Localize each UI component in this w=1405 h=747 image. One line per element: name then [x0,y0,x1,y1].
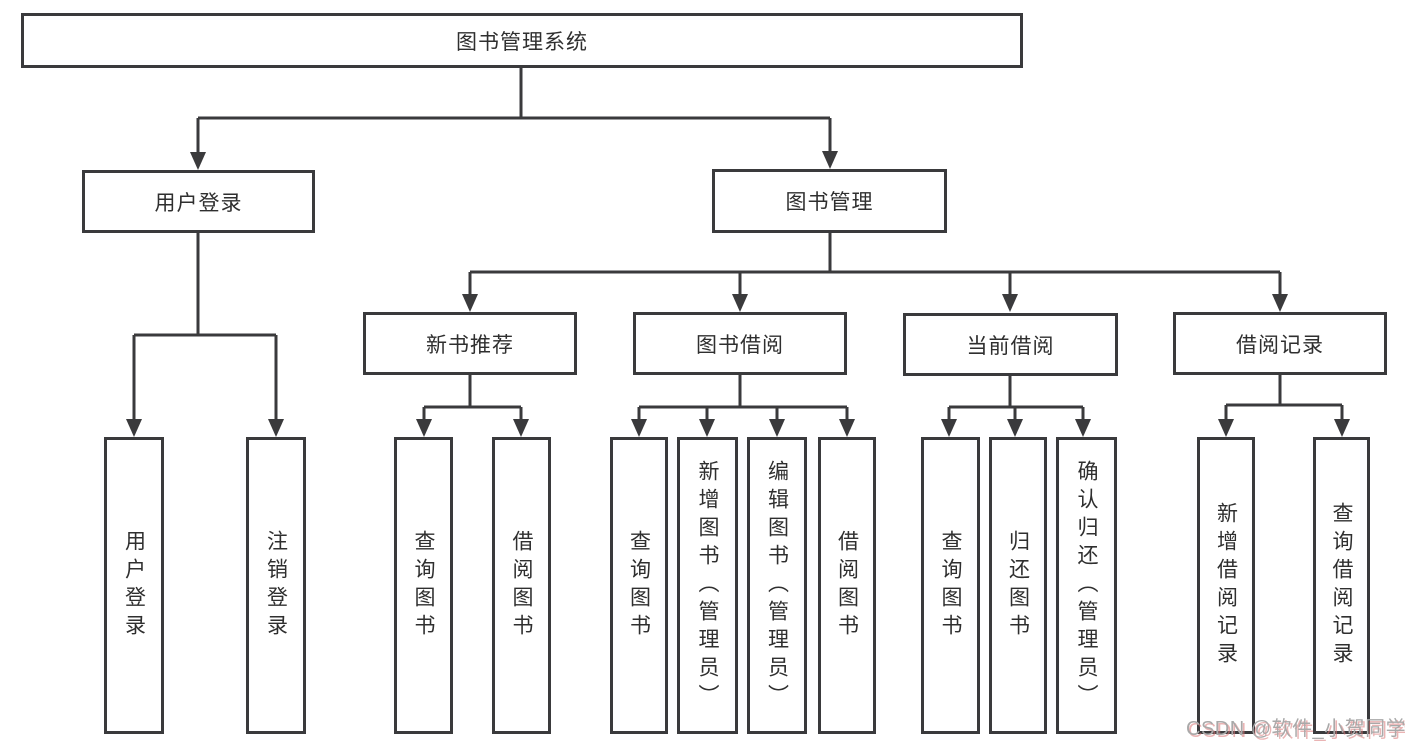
node-label: 图书借阅 [696,333,784,357]
leaf-node-query-books-3: 查询图书 [921,437,980,734]
leaf-node-edit-books-admin: 编辑图书（管理员） [747,437,807,734]
leaf-node-return-books: 归还图书 [989,437,1047,734]
leaf-node-logout: 注销登录 [246,437,306,734]
leaf-node-borrow-books-1: 借阅图书 [492,437,551,734]
node-label: 用户登录 [122,529,146,642]
node-label: 图书管理 [785,191,874,214]
node-label: 借阅记录 [1236,333,1324,357]
csdn-watermark: CSDN @软件_小贺同学 [1186,718,1405,740]
node-book-borrow: 图书借阅 [633,312,847,375]
node-book-management: 图书管理 [712,169,947,233]
node-label: 新增借阅记录 [1214,501,1238,670]
node-label: 归还图书 [1006,529,1030,642]
node-label: 借阅图书 [835,529,859,642]
node-label: 确认归还（管理员） [1075,459,1098,712]
node-label: 查询图书 [412,529,435,642]
node-label: 新书推荐 [426,333,514,357]
leaf-node-borrow-books-2: 借阅图书 [818,437,876,734]
leaf-node-add-books-admin: 新增图书（管理员） [677,437,738,734]
node-new-book-recommend: 新书推荐 [363,312,577,375]
node-label: 图书管理系统 [456,30,588,54]
node-label: 注销登录 [264,529,288,642]
node-user-login: 用户登录 [82,170,315,233]
node-current-borrow: 当前借阅 [903,313,1118,376]
node-label: 用户登录 [154,191,243,215]
arrowheads [126,151,1350,437]
leaf-node-query-books-2: 查询图书 [610,437,668,734]
leaf-node-add-borrow-record: 新增借阅记录 [1197,437,1255,734]
leaf-node-confirm-return-admin: 确认归还（管理员） [1056,437,1117,734]
leaf-node-user-login: 用户登录 [104,437,164,734]
leaf-node-query-borrow-record: 查询借阅记录 [1313,437,1370,734]
node-borrow-records: 借阅记录 [1173,312,1387,375]
node-label: 查询图书 [627,529,651,642]
node-label: 新增图书（管理员） [696,459,719,712]
node-label: 借阅图书 [510,529,533,642]
node-label: 当前借阅 [966,334,1055,358]
node-label: 编辑图书（管理员） [765,459,789,712]
node-book-management-system: 图书管理系统 [21,13,1023,68]
node-label: 查询图书 [939,529,962,642]
node-label: 查询借阅记录 [1330,501,1353,670]
leaf-node-query-books-1: 查询图书 [394,437,453,734]
